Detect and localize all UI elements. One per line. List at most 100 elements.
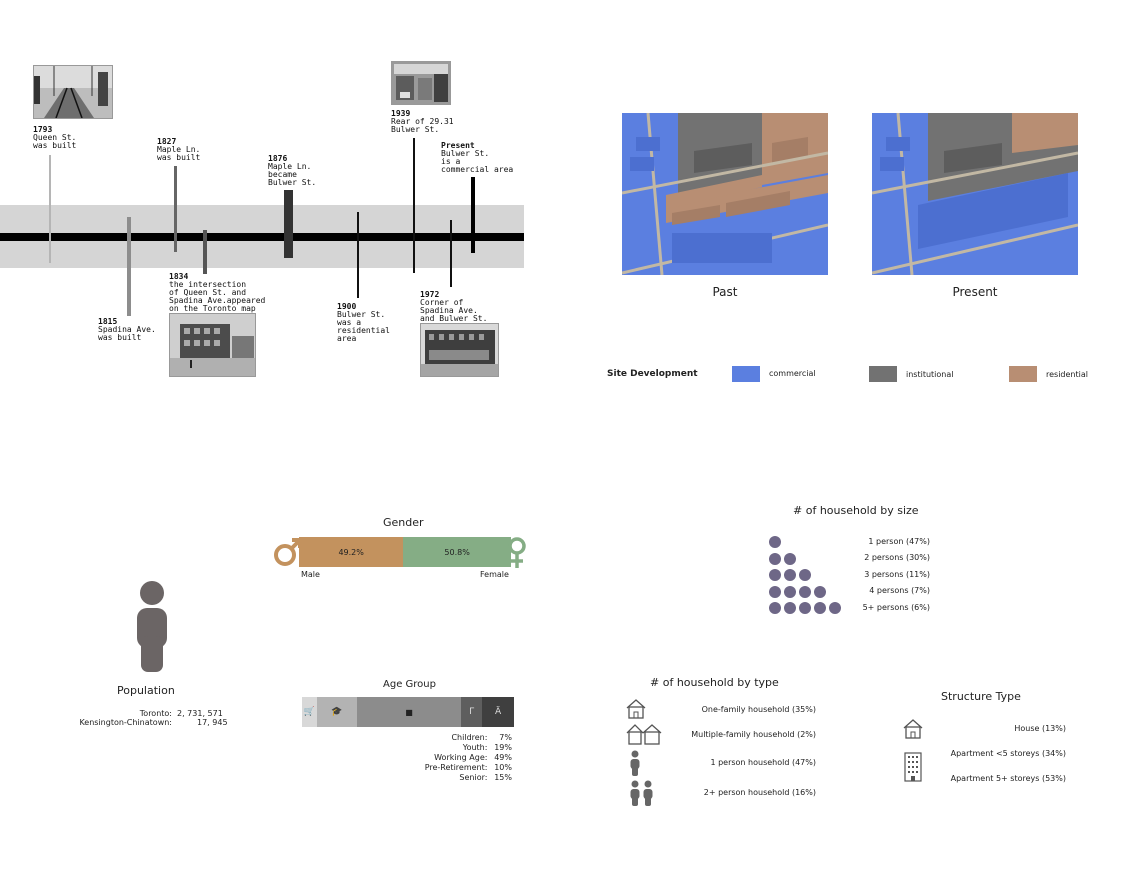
timeline-marker-1939 — [413, 138, 415, 273]
household-type-label-4: 2+ person household (16%) — [703, 788, 816, 797]
gender-title: Gender — [383, 516, 424, 529]
structure-label-house: House (13%) — [1014, 724, 1066, 733]
female-percent: 50.8% — [444, 547, 470, 557]
household-type-label-3: 1 person household (47%) — [710, 758, 816, 767]
household-size-dot — [799, 585, 811, 598]
household-size-dot — [769, 585, 781, 598]
household-size-dot — [784, 602, 796, 614]
household-type-title: # of household by type — [650, 676, 779, 689]
household-size-dot — [829, 602, 841, 614]
household-size-dot — [784, 569, 796, 581]
age-seg-youth: 🎓 — [316, 697, 358, 727]
age-seg-children: 🛒 — [302, 697, 317, 727]
household-size-dot — [769, 536, 781, 548]
gender-bar: 49.2% 50.8% — [299, 537, 511, 567]
age-title: Age Group — [383, 679, 436, 690]
legend-label-commercial: commercial — [769, 369, 816, 378]
household-size-title: # of household by size — [793, 504, 919, 517]
female-label: Female — [480, 570, 509, 579]
gender-bar-female: 50.8% — [403, 537, 511, 567]
stroller-icon: 🛒 — [303, 707, 315, 717]
household-type-label-1: One-family household (35%) — [701, 705, 816, 714]
photo-1834-intersection — [169, 313, 256, 377]
person-icon — [630, 750, 640, 776]
age-legend-youth: Youth: 19% — [462, 743, 512, 752]
site-map-past-label: Past — [712, 285, 738, 299]
house-icon — [903, 719, 923, 739]
household-size-dot — [769, 602, 781, 614]
population-value-kensington: 17, 945 — [197, 718, 228, 727]
household-size-label-3: 3 persons (11%) — [864, 570, 930, 579]
household-size-dot — [769, 569, 781, 581]
age-seg-senior: Ä — [482, 697, 514, 727]
houses-icon — [626, 724, 662, 745]
briefcase-icon: ■ — [405, 707, 413, 717]
two-persons-icon — [630, 780, 653, 806]
timeline-marker-1827 — [174, 166, 177, 252]
female-symbol-icon — [508, 537, 526, 568]
timeline-marker-1793 — [49, 155, 51, 263]
household-size-label-1: 1 person (47%) — [868, 537, 930, 546]
age-legend-children: Children: 7% — [451, 733, 512, 742]
apartment-icon — [904, 752, 922, 782]
person-icon — [137, 581, 167, 672]
timeline-marker-1900 — [357, 212, 359, 298]
age-seg-preretire: Γ — [460, 697, 483, 727]
timeline-marker-1972 — [450, 220, 452, 287]
population-value-toronto: 2, 731, 571 — [177, 709, 223, 718]
house-icon — [626, 699, 646, 719]
household-size-label-5: 5+ persons (6%) — [862, 603, 930, 612]
timeline-marker-present — [471, 177, 475, 253]
population-label-toronto: Toronto: — [139, 709, 172, 718]
male-label: Male — [301, 570, 320, 579]
household-size-dot — [814, 585, 826, 598]
legend-swatch-residential — [1009, 366, 1037, 382]
structure-title: Structure Type — [941, 690, 1021, 703]
household-size-dot — [784, 552, 796, 565]
age-legend-working: Working Age: 49% — [434, 753, 512, 762]
age-seg-working: ■ — [357, 697, 461, 727]
structure-label-apt-high: Apartment 5+ storeys (53%) — [950, 774, 1066, 783]
household-size-label-4: 4 persons (7%) — [869, 586, 930, 595]
legend-label-institutional: institutional — [906, 370, 954, 379]
cane-icon: Γ — [469, 707, 475, 717]
age-legend: Children: 7% Youth: 19% Working Age: 49%… — [392, 733, 512, 783]
walker-icon: Ä — [494, 707, 502, 717]
site-map-past — [622, 113, 828, 275]
graduation-cap-icon: 🎓 — [331, 707, 343, 717]
household-size-dot — [769, 552, 781, 565]
photo-1939-rear-bulwer — [391, 61, 451, 105]
age-legend-preretire: Pre-Retirement: 10% — [424, 763, 512, 772]
timeline-marker-1834 — [203, 230, 207, 274]
photo-1972-corner — [420, 323, 499, 377]
timeline-marker-1876 — [284, 190, 293, 258]
male-percent: 49.2% — [338, 547, 364, 557]
legend-swatch-commercial — [732, 366, 760, 382]
population-label-kensington: Kensington-Chinatown: — [79, 718, 172, 727]
household-type-label-2: Multiple-family household (2%) — [691, 730, 816, 739]
population-title: Population — [117, 684, 175, 697]
site-map-present-label: Present — [952, 285, 998, 299]
site-map-present — [872, 113, 1078, 275]
legend-swatch-institutional — [869, 366, 897, 382]
household-size-dot — [799, 569, 811, 581]
timeline-axis — [0, 233, 524, 241]
household-size-dot — [799, 602, 811, 614]
household-size-dot — [814, 602, 826, 614]
timeline-marker-1815 — [127, 217, 131, 316]
legend-label-residential: residential — [1046, 370, 1088, 379]
age-bar: 🛒 🎓 ■ Γ Ä — [302, 697, 514, 727]
photo-1793-rail-tracks — [33, 65, 113, 119]
age-legend-senior: Senior: 15% — [459, 773, 512, 782]
site-legend-title: Site Development — [607, 369, 698, 379]
household-size-label-2: 2 persons (30%) — [864, 553, 930, 562]
